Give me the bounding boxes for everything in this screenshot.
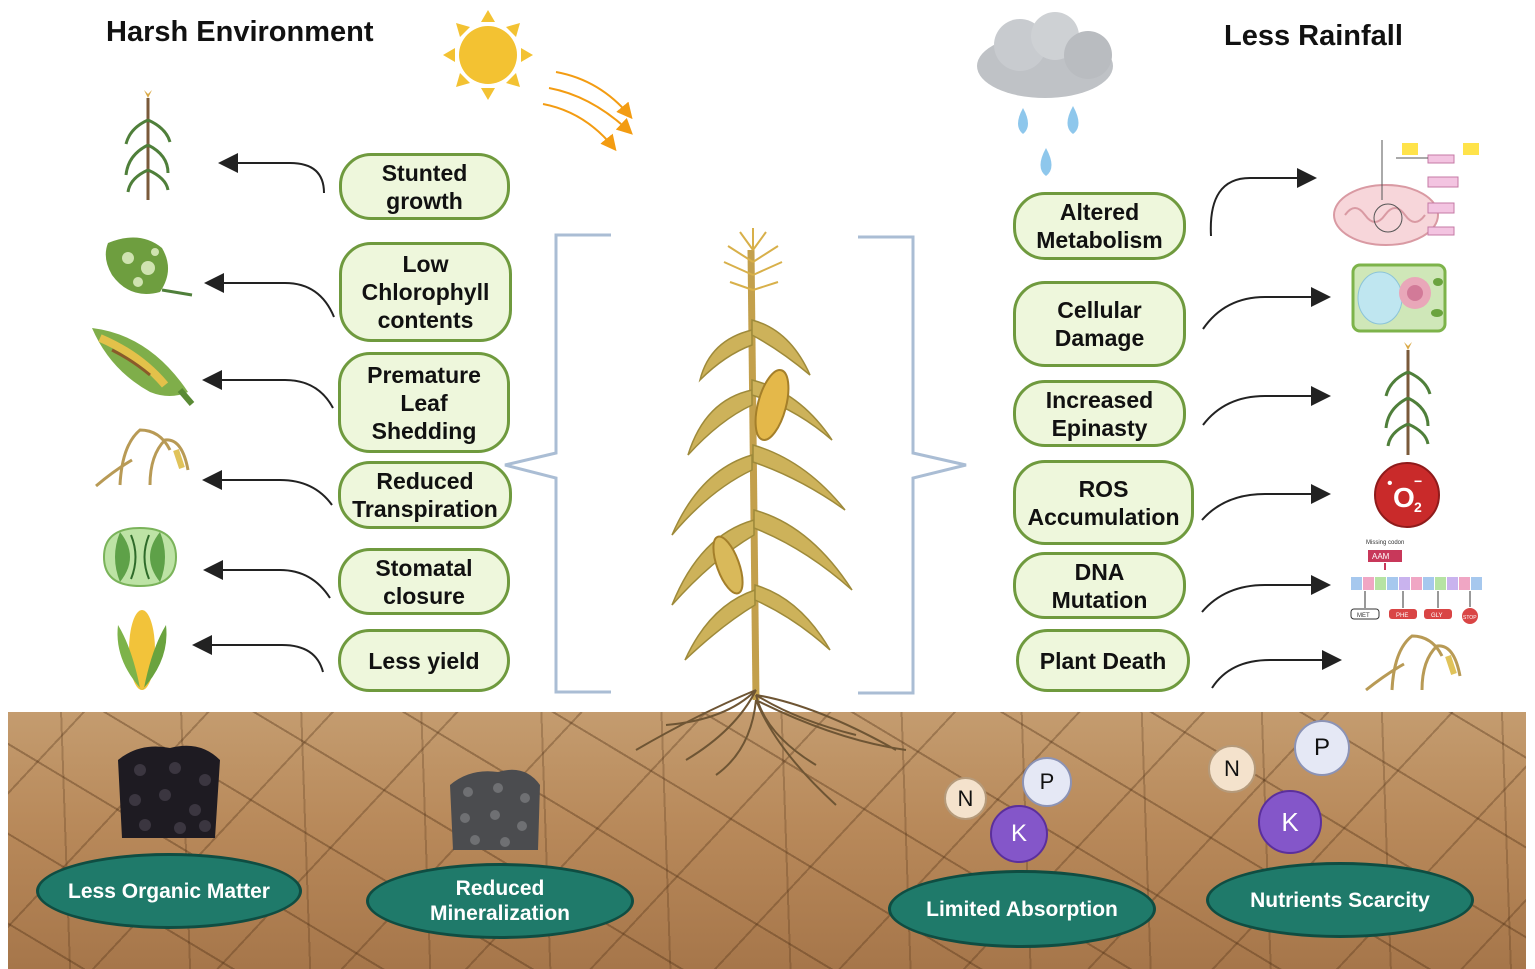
pill-line: Shedding <box>371 417 477 444</box>
diseased-corn-leaf-icon <box>92 328 195 406</box>
corn-cob-icon <box>117 610 167 690</box>
dna-mutation-icon: Missing codon AAM MET PHE GLY STOP <box>1350 540 1482 624</box>
pill-line: Less yield <box>368 647 480 674</box>
chlorotic-leaf-icon <box>105 237 193 297</box>
superoxide-sub: 2 <box>1414 499 1422 515</box>
oval-less-organic-matter: Less Organic Matter <box>36 853 302 929</box>
oval-nutrients-scarcity: Nutrients Scarcity <box>1206 862 1474 938</box>
pill-less-yield: Less yield <box>338 629 510 692</box>
pill-line: Altered <box>1059 199 1140 225</box>
right-arrows <box>1201 168 1342 689</box>
pill-line: ROS <box>1078 475 1129 502</box>
nutrient-n-left: N <box>944 777 987 820</box>
pill-line: Cellular <box>1057 297 1142 323</box>
pill-line: Stunted <box>381 159 468 186</box>
nutrient-p-right: P <box>1294 720 1350 776</box>
mineral-pile-icon <box>450 769 540 850</box>
dna-codon-label: AAM <box>1372 552 1390 561</box>
right-heading: Less Rainfall <box>1224 20 1403 52</box>
dead-plant-icon <box>1365 634 1462 692</box>
organic-matter-pile-icon <box>118 745 220 838</box>
oval-limited-absorption: Limited Absorption <box>888 870 1156 948</box>
oval-line: Less Organic Matter <box>68 879 270 903</box>
pill-line: DNA <box>1074 558 1125 585</box>
right-bracket <box>858 235 967 695</box>
dna-phe-label: PHE <box>1396 613 1408 619</box>
left-heading: Harsh Environment <box>106 16 374 48</box>
stunted-plant-icon <box>124 90 172 200</box>
pill-line: closure <box>383 582 465 609</box>
rain-cloud-icon <box>977 12 1113 176</box>
maize-plant-icon <box>635 228 907 806</box>
sun-rays-icon <box>542 71 633 152</box>
nutrient-p-left: P <box>1022 757 1072 807</box>
wilted-plant-icon <box>95 428 190 488</box>
pill-line: Chlorophyll <box>361 279 490 305</box>
pill-line: Reduced <box>376 468 474 494</box>
pill-line: Plant Death <box>1039 647 1167 674</box>
left-bracket <box>504 233 611 694</box>
nutrient-k-right: K <box>1258 790 1322 854</box>
pill-line: Increased <box>1045 386 1154 413</box>
pill-line: Low <box>402 251 449 277</box>
pill-line: Mutation <box>1051 586 1148 613</box>
mitochondria-metabolism-icon <box>1333 140 1479 246</box>
stomata-icon <box>102 526 178 588</box>
pill-line: Premature <box>367 361 481 388</box>
pill-plant-death: Plant Death <box>1016 629 1190 692</box>
pill-line: Accumulation <box>1027 503 1180 530</box>
superoxide-icon: • O 2 − <box>1374 462 1440 528</box>
epinasty-plant-icon <box>1384 342 1432 455</box>
oval-line: Nutrients Scarcity <box>1250 888 1430 912</box>
damaged-cell-icon <box>1351 263 1447 333</box>
pill-line: Damage <box>1054 325 1145 351</box>
nutrient-k-left: K <box>990 805 1048 863</box>
pill-line: Stomatal <box>375 554 473 581</box>
pill-line: Epinasty <box>1051 414 1148 441</box>
dna-gly-label: GLY <box>1431 613 1443 619</box>
pill-line: Leaf <box>400 389 448 416</box>
dna-met-label: MET <box>1357 613 1370 619</box>
dna-stop-label: STOP <box>1463 615 1477 621</box>
nutrient-n-right: N <box>1208 745 1256 793</box>
oval-line: Reduced <box>455 877 545 900</box>
pill-line: growth <box>386 187 463 214</box>
pill-line: contents <box>377 307 474 333</box>
dna-missing-codon-label: Missing codon <box>1366 540 1404 546</box>
superoxide-dot: • <box>1387 475 1393 492</box>
pill-line: Transpiration <box>352 496 498 522</box>
pill-line: Metabolism <box>1036 227 1163 253</box>
superoxide-o: O <box>1393 482 1415 513</box>
oval-line: Mineralization <box>429 902 571 925</box>
left-arrows <box>192 153 335 673</box>
sun-icon <box>443 10 533 100</box>
oval-line: Limited Absorption <box>926 897 1118 921</box>
superoxide-sup: − <box>1414 473 1422 489</box>
